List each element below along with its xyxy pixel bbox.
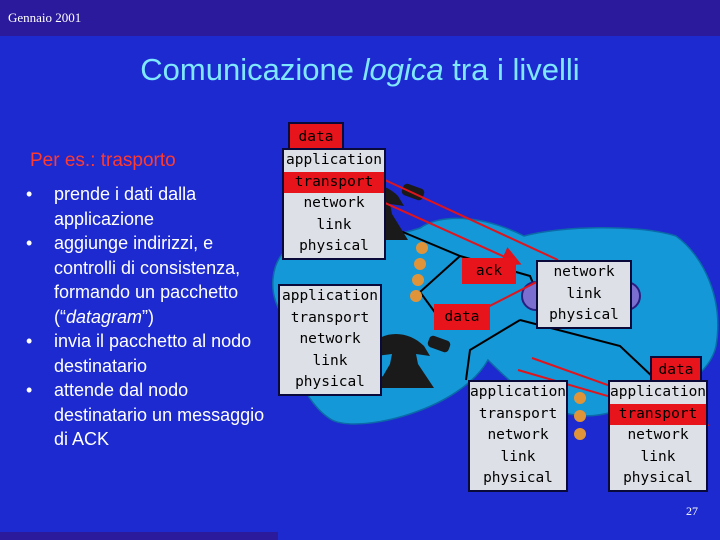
layer-physical: physical: [299, 238, 369, 255]
layer-application: application: [285, 152, 383, 168]
layer-application: application: [470, 384, 567, 400]
page-number: 27: [686, 504, 698, 518]
bullet-item: prende i dati dalla applicazione: [26, 182, 276, 231]
layer-physical: physical: [623, 470, 693, 487]
layer-network: network: [627, 427, 689, 444]
data-tag-right: data: [650, 356, 702, 384]
title-emphasis: logica: [362, 52, 444, 87]
phone-icon: [370, 334, 451, 388]
bottom-bar: [0, 532, 278, 540]
layer-transport: transport: [284, 171, 384, 194]
host-stack-mid-left: application transport network link physi…: [278, 284, 382, 396]
bullet-item: aggiunge indirizzi, e controlli di consi…: [26, 231, 276, 329]
layer-link: link: [500, 448, 536, 465]
layer-link: link: [312, 352, 348, 369]
slide-date: Gennaio 2001: [8, 10, 82, 25]
bullet-item: invia il pacchetto al nodo destinatario: [26, 329, 276, 378]
layer-application: application: [281, 288, 379, 304]
slide-title: Comunicazione logica tra i livelli: [0, 52, 720, 88]
title-bar: [0, 36, 720, 104]
layer-link: link: [566, 285, 602, 302]
host-stack-bottom-right: application transport network link physi…: [608, 380, 708, 492]
example-subtitle: Per es.: trasporto: [30, 150, 176, 171]
layer-physical: physical: [549, 307, 619, 324]
ack-tag: ack: [462, 258, 516, 284]
layer-network: network: [487, 427, 549, 444]
host-stack-bottom-mid: application transport network link physi…: [468, 380, 568, 492]
router-stack: network link physical: [536, 260, 632, 329]
layer-application: application: [610, 384, 707, 400]
layer-network: network: [299, 331, 361, 348]
layer-physical: physical: [483, 470, 553, 487]
layer-network: network: [553, 264, 615, 280]
layer-transport: transport: [610, 403, 706, 426]
bullet-list: prende i dati dalla applicazione aggiung…: [26, 182, 276, 452]
layer-transport: transport: [478, 405, 558, 422]
title-prefix: Comunicazione: [140, 52, 363, 87]
bullet-item: attende dal nodo destinatario un messagg…: [26, 378, 276, 452]
host-stack-top-left: application transport network link physi…: [282, 148, 386, 260]
data-tag-mid: data: [434, 304, 490, 330]
layer-link: link: [316, 216, 352, 233]
node-dots: [410, 242, 586, 440]
layer-link: link: [640, 448, 676, 465]
title-suffix: tra i livelli: [443, 52, 580, 87]
layer-transport: transport: [290, 309, 370, 326]
layer-network: network: [303, 195, 365, 212]
layer-physical: physical: [295, 374, 365, 391]
